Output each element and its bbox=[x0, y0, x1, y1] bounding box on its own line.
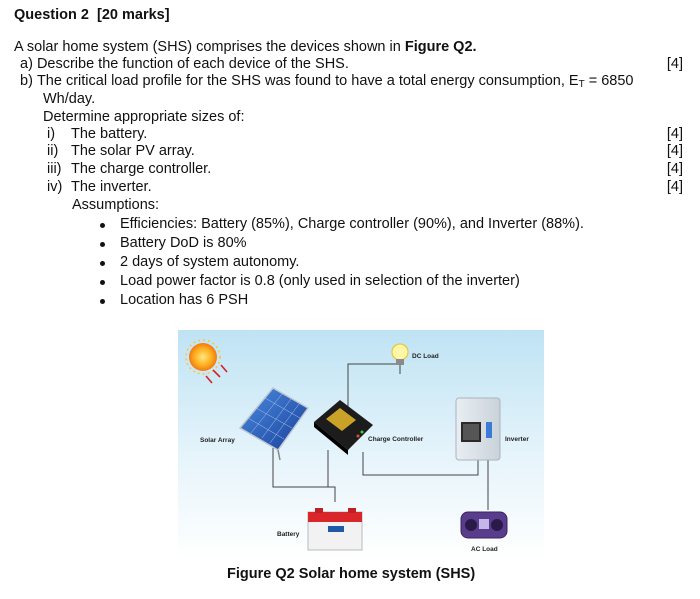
item-charge-controller-mark: [4] bbox=[666, 161, 683, 177]
assumption-dod: Battery DoD is 80% bbox=[120, 235, 247, 251]
item-charge-controller: iii)The charge controller. bbox=[47, 161, 212, 177]
light-bulb-icon bbox=[391, 343, 409, 365]
assumption-efficiencies: Efficiencies: Battery (85%), Charge cont… bbox=[120, 216, 584, 232]
determine-text: Determine appropriate sizes of: bbox=[43, 109, 245, 125]
assumption-psh: Location has 6 PSH bbox=[120, 292, 249, 308]
figure-caption: Figure Q2 Solar home system (SHS) bbox=[227, 566, 476, 582]
radio-icon bbox=[460, 511, 508, 539]
bullet-dot bbox=[100, 261, 105, 266]
item-battery-mark: [4] bbox=[666, 126, 683, 142]
label-dc-load: DC Load bbox=[412, 353, 439, 360]
item-pv-array-mark: [4] bbox=[666, 143, 683, 159]
part-b: b) The critical load profile for the SHS… bbox=[20, 73, 634, 90]
question-heading: Question 2 [20 marks] bbox=[14, 7, 170, 23]
battery-icon bbox=[307, 508, 363, 551]
sun-icon bbox=[185, 339, 221, 375]
item-pv-array: ii)The solar PV array. bbox=[47, 143, 195, 159]
inverter-icon bbox=[455, 397, 501, 461]
bullet-dot bbox=[100, 299, 105, 304]
label-charge-controller: Charge Controller bbox=[368, 436, 424, 443]
question-intro: A solar home system (SHS) comprises the … bbox=[14, 39, 477, 55]
label-inverter: Inverter bbox=[505, 436, 529, 443]
bullet-dot bbox=[100, 280, 105, 285]
assumption-power-factor: Load power factor is 0.8 (only used in s… bbox=[120, 273, 520, 289]
part-a-mark: [4] bbox=[666, 56, 683, 72]
figure-reference: Figure Q2. bbox=[404, 39, 477, 55]
label-battery: Battery bbox=[277, 531, 300, 538]
label-ac-load: AC Load bbox=[471, 546, 498, 553]
item-battery: i)The battery. bbox=[47, 126, 148, 142]
bullet-dot bbox=[100, 242, 105, 247]
bullet-dot bbox=[100, 223, 105, 228]
part-a: a) Describe the function of each device … bbox=[20, 56, 349, 72]
label-solar-array: Solar Array bbox=[200, 437, 235, 444]
shs-diagram: DC Load Solar Array Charge Controller In… bbox=[178, 330, 544, 560]
assumptions-title: Assumptions: bbox=[72, 197, 160, 213]
part-b-line2: Wh/day. bbox=[43, 91, 96, 107]
assumption-autonomy: 2 days of system autonomy. bbox=[120, 254, 300, 270]
charge-controller-icon bbox=[314, 400, 373, 455]
solar-panel-icon bbox=[238, 387, 310, 461]
item-inverter: iv)The inverter. bbox=[47, 179, 152, 195]
sun-rays-icon bbox=[205, 364, 228, 384]
item-inverter-mark: [4] bbox=[666, 179, 683, 195]
